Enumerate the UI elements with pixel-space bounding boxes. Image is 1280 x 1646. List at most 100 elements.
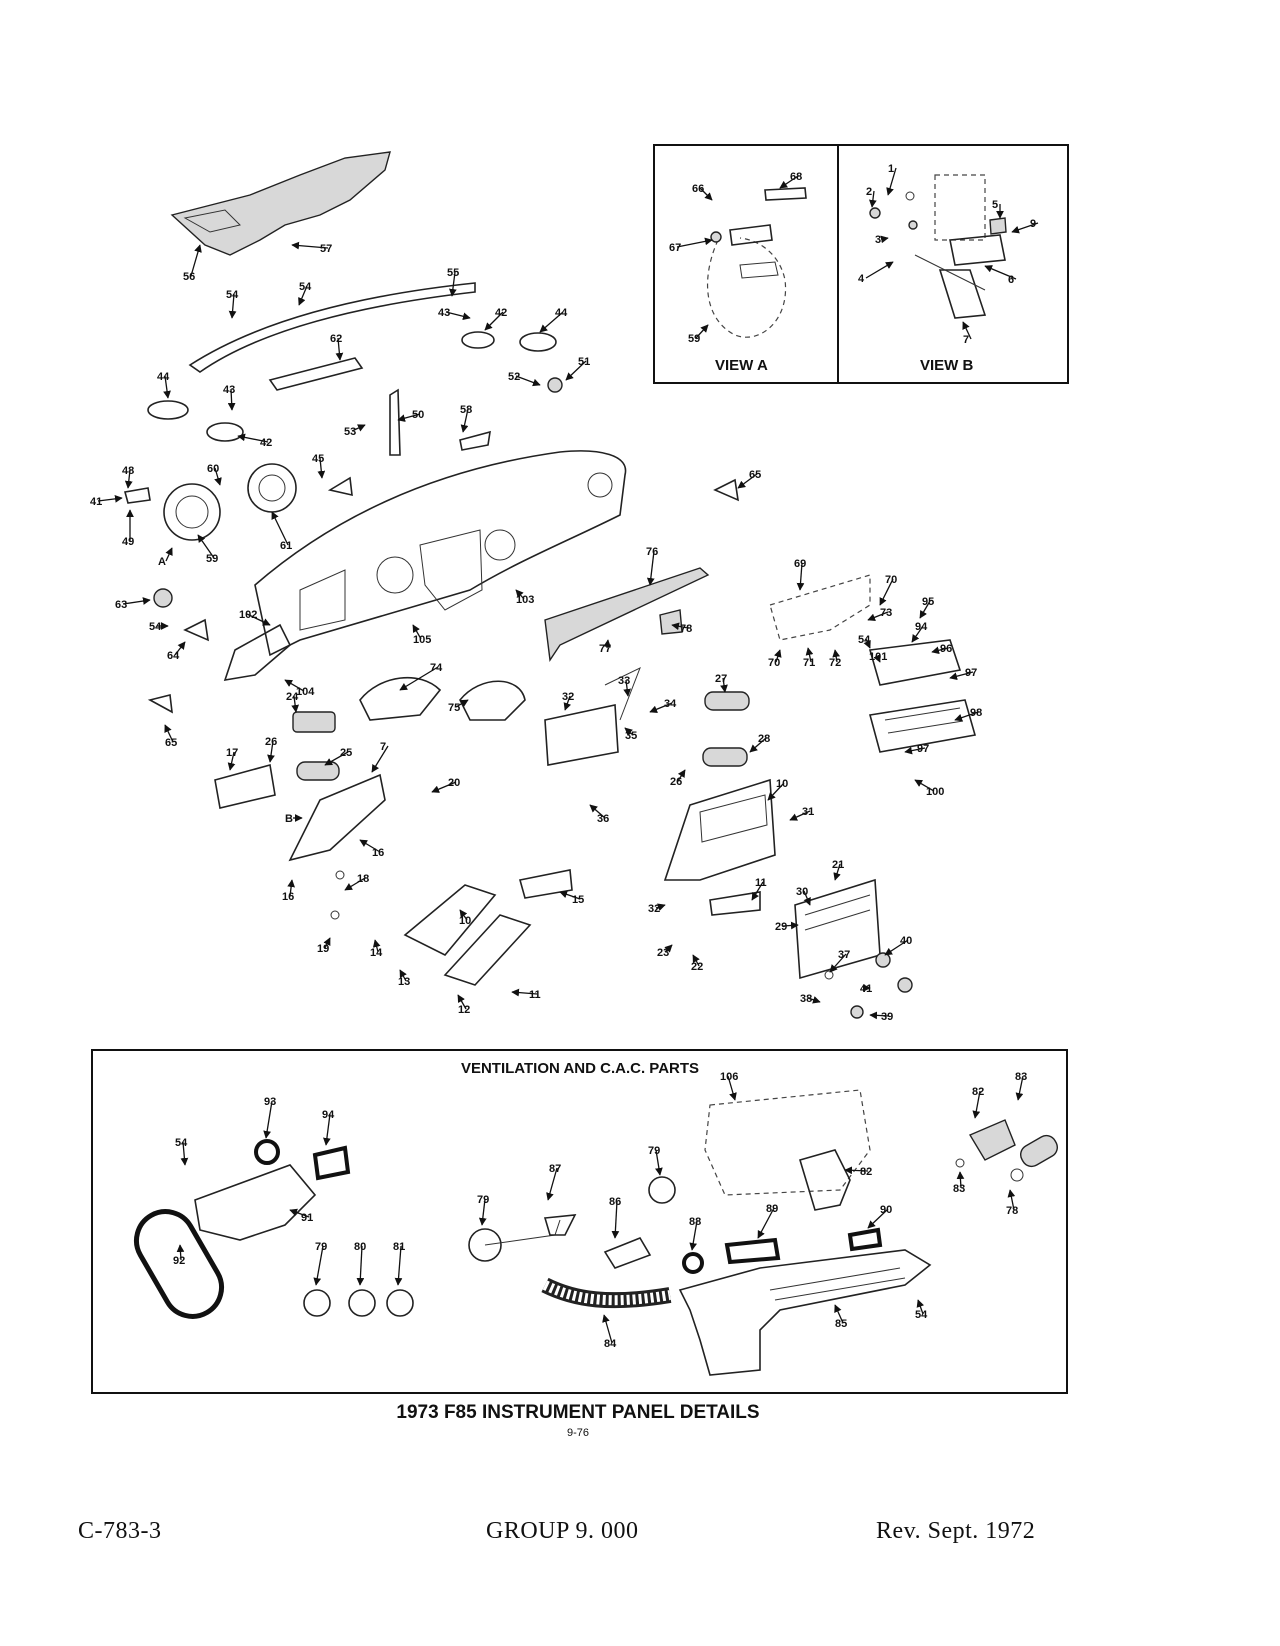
callout-arrow	[511, 988, 538, 997]
callout-arrow	[97, 495, 123, 503]
instrument-panel-part	[254, 450, 627, 657]
callout-83: 83	[953, 1183, 965, 1195]
callout-arrow	[692, 954, 700, 967]
callout-arrow	[1007, 1189, 1016, 1211]
callout-arrow	[371, 745, 389, 773]
callout-103: 103	[516, 594, 534, 606]
callout-41: 41	[90, 496, 102, 508]
callout-arrow	[356, 1245, 365, 1286]
upper-pad-part	[170, 151, 391, 256]
callout-56: 56	[183, 271, 195, 283]
callout-arrow	[737, 473, 758, 489]
callout-79: 79	[477, 1194, 489, 1206]
callout-arrow	[164, 724, 174, 743]
callout-arrow	[676, 237, 713, 248]
callout-arrow	[919, 600, 931, 619]
callout-arrow	[372, 939, 381, 953]
callout-arrow	[972, 1090, 981, 1119]
callout-21: 21	[832, 859, 844, 871]
callout-24: 24	[286, 691, 299, 703]
callout-arrow	[237, 433, 269, 443]
callout-arrow	[394, 1245, 403, 1286]
callout-arrow	[720, 677, 728, 693]
callout-84: 84	[604, 1338, 617, 1350]
callout-arrow	[515, 589, 525, 600]
callout-arrow	[751, 881, 764, 901]
callout-arrow	[559, 890, 581, 900]
callout-55: 55	[447, 267, 459, 279]
callout-6: 6	[1008, 274, 1014, 286]
callout-54: 54	[299, 281, 312, 293]
callout-65: 65	[165, 737, 177, 749]
callout-arrow	[689, 1220, 698, 1251]
callout-75: 75	[448, 702, 460, 714]
callout-arrow	[460, 408, 469, 433]
callout-arrow	[323, 1113, 331, 1146]
callout-arrow	[904, 746, 926, 755]
callout-arrow	[646, 550, 655, 586]
ventilation-box: VENTILATION AND C.A.C. PARTS	[91, 1049, 1068, 1394]
callout-arrow	[954, 711, 979, 722]
footer-right: Rev. Sept. 1972	[876, 1518, 1036, 1544]
callout-12: 12	[458, 1004, 470, 1016]
callout-arrow	[1015, 1075, 1024, 1101]
callout-arrow	[916, 1299, 925, 1315]
callout-32: 32	[562, 691, 574, 703]
callout-arrow	[789, 810, 811, 821]
callout-arrow	[459, 909, 468, 921]
callout-22: 22	[691, 961, 703, 973]
callout-arrow	[1011, 222, 1039, 234]
callout-72: 72	[829, 657, 841, 669]
callout-arrow	[834, 1304, 844, 1324]
callout-arrow	[880, 235, 889, 244]
callout-49: 49	[122, 536, 134, 548]
callout-71: 71	[803, 657, 815, 669]
callout-arrow	[563, 695, 572, 711]
callout-53: 53	[344, 426, 356, 438]
callout-81: 81	[393, 1241, 405, 1253]
callout-85: 85	[835, 1318, 847, 1330]
callout-92: 92	[173, 1255, 185, 1267]
callout-arrow	[539, 311, 564, 333]
callout-9: 9	[1030, 218, 1036, 230]
callout-arrow	[884, 939, 909, 956]
callout-105: 105	[413, 634, 431, 646]
callout-arrow	[664, 944, 673, 953]
callout-7: 7	[380, 741, 386, 753]
callout-arrow	[931, 646, 949, 655]
callout-arrow	[805, 647, 814, 663]
callout-16: 16	[282, 891, 294, 903]
callout-67: 67	[669, 242, 681, 254]
callout-arrow	[271, 511, 289, 546]
callout-27: 27	[715, 673, 727, 685]
callout-arrow	[807, 996, 821, 1004]
callout-arrow	[727, 1075, 737, 1101]
callout-arrow	[911, 625, 924, 643]
callout-58: 58	[460, 404, 472, 416]
callout-arrow	[246, 613, 271, 626]
callout-88: 88	[689, 1216, 701, 1228]
callout-arrow	[546, 1167, 558, 1201]
callout-arrow	[515, 375, 541, 387]
callout-82: 82	[860, 1166, 872, 1178]
main-exploded-view	[123, 151, 977, 1019]
callout-83: 83	[1015, 1071, 1027, 1083]
callout-arrow	[677, 769, 686, 782]
callout-arrow	[287, 879, 295, 897]
callout-3: 3	[875, 234, 881, 246]
callout-10: 10	[459, 915, 471, 927]
callout-52: 52	[508, 371, 520, 383]
callout-95: 95	[922, 596, 934, 608]
callout-66: 66	[692, 183, 704, 195]
callout-93: 93	[264, 1096, 276, 1108]
callout-arrow	[163, 375, 171, 399]
callout-79: 79	[315, 1241, 327, 1253]
view-a-sketch	[706, 187, 807, 338]
callout-arrow	[767, 782, 785, 801]
callout-14: 14	[370, 947, 383, 959]
callout-59: 59	[206, 553, 218, 565]
footer-left: C-783-3	[78, 1518, 162, 1544]
callout-70: 70	[768, 657, 780, 669]
